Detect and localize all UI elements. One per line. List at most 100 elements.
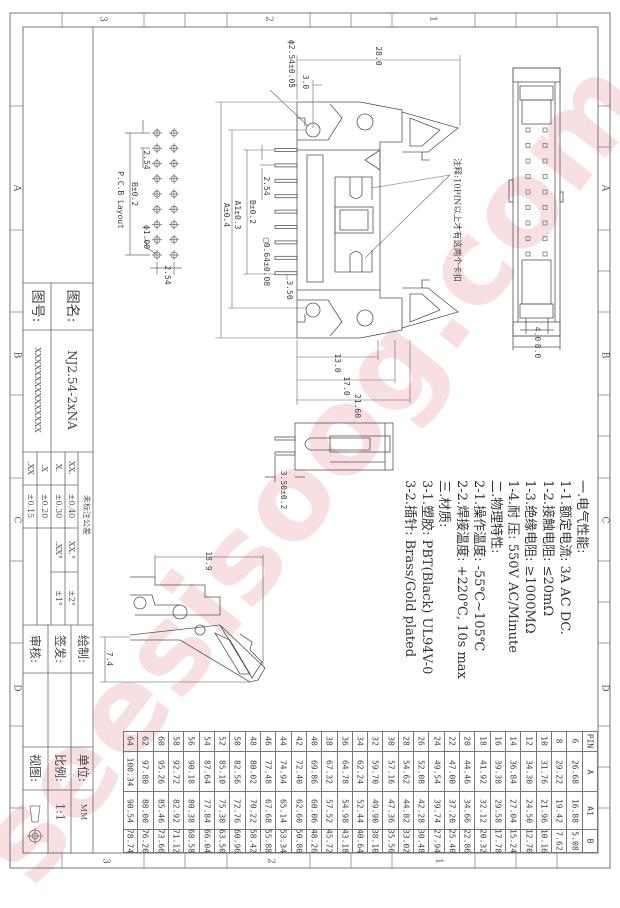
table-cell-text: 22.86 xyxy=(462,828,472,854)
table-cell-text: 18 xyxy=(478,736,488,746)
zone-label-side: C xyxy=(599,516,610,524)
table-cell-text: 24 xyxy=(432,736,442,746)
pin xyxy=(274,240,298,245)
table-cell: 95.26 xyxy=(153,752,169,792)
drawing-number: XXXXXXXXXXXXXXX xyxy=(33,347,42,433)
zone-label-side: D xyxy=(11,684,22,692)
table-cell: 90.54 xyxy=(123,792,139,830)
table-cell: 39.74 xyxy=(429,792,445,830)
table-cell-text: 32 xyxy=(370,736,380,746)
table-cell: 52.44 xyxy=(352,792,369,830)
table-cell: 30.48 xyxy=(414,829,430,853)
connector-side-view xyxy=(274,101,459,339)
table-cell-text: 15.24 xyxy=(508,828,518,854)
table-cell: 97.80 xyxy=(138,752,154,792)
table-header-cell: PIN xyxy=(582,731,598,752)
table-cell: 45.72 xyxy=(322,828,338,854)
tolerance-format: X. xyxy=(54,463,63,473)
pcb-row-span: B±0.2 xyxy=(130,181,139,207)
zone-label-side: B xyxy=(599,351,610,359)
table-cell-text: 62 xyxy=(140,736,150,746)
dim-latch-open: 18.9 xyxy=(204,551,213,571)
spec-line: 1-4.耐 压: 550V AC/Minute xyxy=(505,480,521,653)
table-cell: 59.70 xyxy=(368,752,384,792)
table-cell-text: 85.10 xyxy=(217,759,227,784)
table-cell: 40 xyxy=(306,731,323,752)
table-cell-text: 59.70 xyxy=(370,759,380,784)
zone-label-bottom: 1 xyxy=(433,858,444,864)
dim-peg-diameter: ϕ2.54±0.05 xyxy=(287,39,296,89)
table-cell-text: 34.66 xyxy=(462,798,472,823)
drawing-sheet xyxy=(9,12,611,869)
table-cell-text: 54 xyxy=(202,736,212,746)
dim-a: A±0.4 xyxy=(222,202,231,228)
table-cell-text: 76.20 xyxy=(140,828,150,854)
table-cell-text: 49.90 xyxy=(370,798,380,823)
table-cell: 47.00 xyxy=(444,752,461,792)
table-cell-text: 30 xyxy=(386,736,396,746)
table-cell-text: 6 xyxy=(570,738,579,744)
pin xyxy=(274,225,298,229)
table-cell: 29.22 xyxy=(552,752,568,792)
table-cell: 76.20 xyxy=(138,828,154,854)
pcb-layout-label: P.C.B Layout xyxy=(116,171,125,229)
table-cell: 85.46 xyxy=(153,792,169,830)
zone-label-bottom: 2 xyxy=(265,858,276,864)
table-cell: 50.80 xyxy=(291,829,307,853)
spec-line: 三.材质: xyxy=(436,480,452,528)
table-cell: 34.30 xyxy=(521,752,537,792)
table-cell-text: 52.08 xyxy=(416,759,426,784)
table-cell: 15.24 xyxy=(506,828,522,854)
table-cell: 75.30 xyxy=(214,792,231,830)
angle-tolerance-value: ±2° xyxy=(67,590,76,606)
table-cell-text: 72.40 xyxy=(294,759,304,784)
specifications: 一.电气性能: 1-1.额定电流: 3A AC DC. 1-2.接触电阻: ≤2… xyxy=(401,480,590,740)
table-cell-text: 39.74 xyxy=(432,798,442,823)
table-cell-text: 48 xyxy=(248,736,258,746)
spec-line: 2-2.焊接温度: +220℃, 10s max xyxy=(453,480,469,679)
table-cell-text: 37.20 xyxy=(447,798,457,823)
table-cell-text: 40.64 xyxy=(355,828,365,854)
zone-label-top: 3 xyxy=(97,16,108,22)
zone-label-bottom: 3 xyxy=(100,858,111,864)
table-cell-text: 45.72 xyxy=(324,828,334,854)
table-cell-text: 57.52 xyxy=(324,798,334,823)
table-cell-text: 34 xyxy=(355,736,365,746)
pcb-pitch-row: 2.54 xyxy=(142,150,151,170)
unit-label: 单位: xyxy=(76,753,90,783)
table-cell: 38.10 xyxy=(368,828,384,854)
table-cell: 26.68 xyxy=(567,752,583,792)
table-cell-text: 10 xyxy=(539,736,549,746)
table-cell-text: 64 xyxy=(125,736,135,746)
table-cell-text: 71.12 xyxy=(171,828,181,854)
title-block-grid xyxy=(23,27,94,853)
table-cell-text: 29.58 xyxy=(493,798,503,823)
dim-a1: A1±0.3 xyxy=(233,200,242,230)
table-cell: 60 xyxy=(153,731,169,752)
table-cell: 32.12 xyxy=(475,792,491,830)
table-cell: 14 xyxy=(506,731,522,752)
table-cell-text: 66.04 xyxy=(202,828,212,854)
table-cell: 44 xyxy=(276,731,292,752)
dim-peg-offset: 3.0 xyxy=(301,74,310,90)
table-cell-text: 56 xyxy=(186,736,196,746)
table-cell-text: 27.94 xyxy=(432,828,442,854)
table-cell-text: 48.26 xyxy=(309,828,319,854)
table-cell-text: 38.10 xyxy=(370,828,380,854)
pin-square xyxy=(542,205,548,210)
table-cell: 58.42 xyxy=(245,829,261,853)
spec-line: 3-1.塑胶: PBT(Black) UL94V-0 xyxy=(419,480,435,675)
table-cell: 62 xyxy=(138,731,154,752)
spec-line: 一.电气性能: xyxy=(574,480,589,554)
tolerance-value: ±0.30 xyxy=(54,493,63,519)
table-cell: 57.52 xyxy=(322,792,338,830)
table-cell-text: 80.02 xyxy=(248,759,258,784)
table-cell-text: 65.14 xyxy=(278,798,288,823)
dim-latch-height: 7.4 xyxy=(105,651,114,667)
table-cell: 5.08 xyxy=(567,830,583,853)
table-cell-text: 33.02 xyxy=(401,828,411,854)
angle-tolerance-format: .XX° xyxy=(54,541,63,559)
table-cell: 60.96 xyxy=(230,829,246,853)
drawing-name: NJ2.54-2xNA xyxy=(65,350,79,430)
pcb-pitch-col: 2.54 xyxy=(163,265,172,285)
